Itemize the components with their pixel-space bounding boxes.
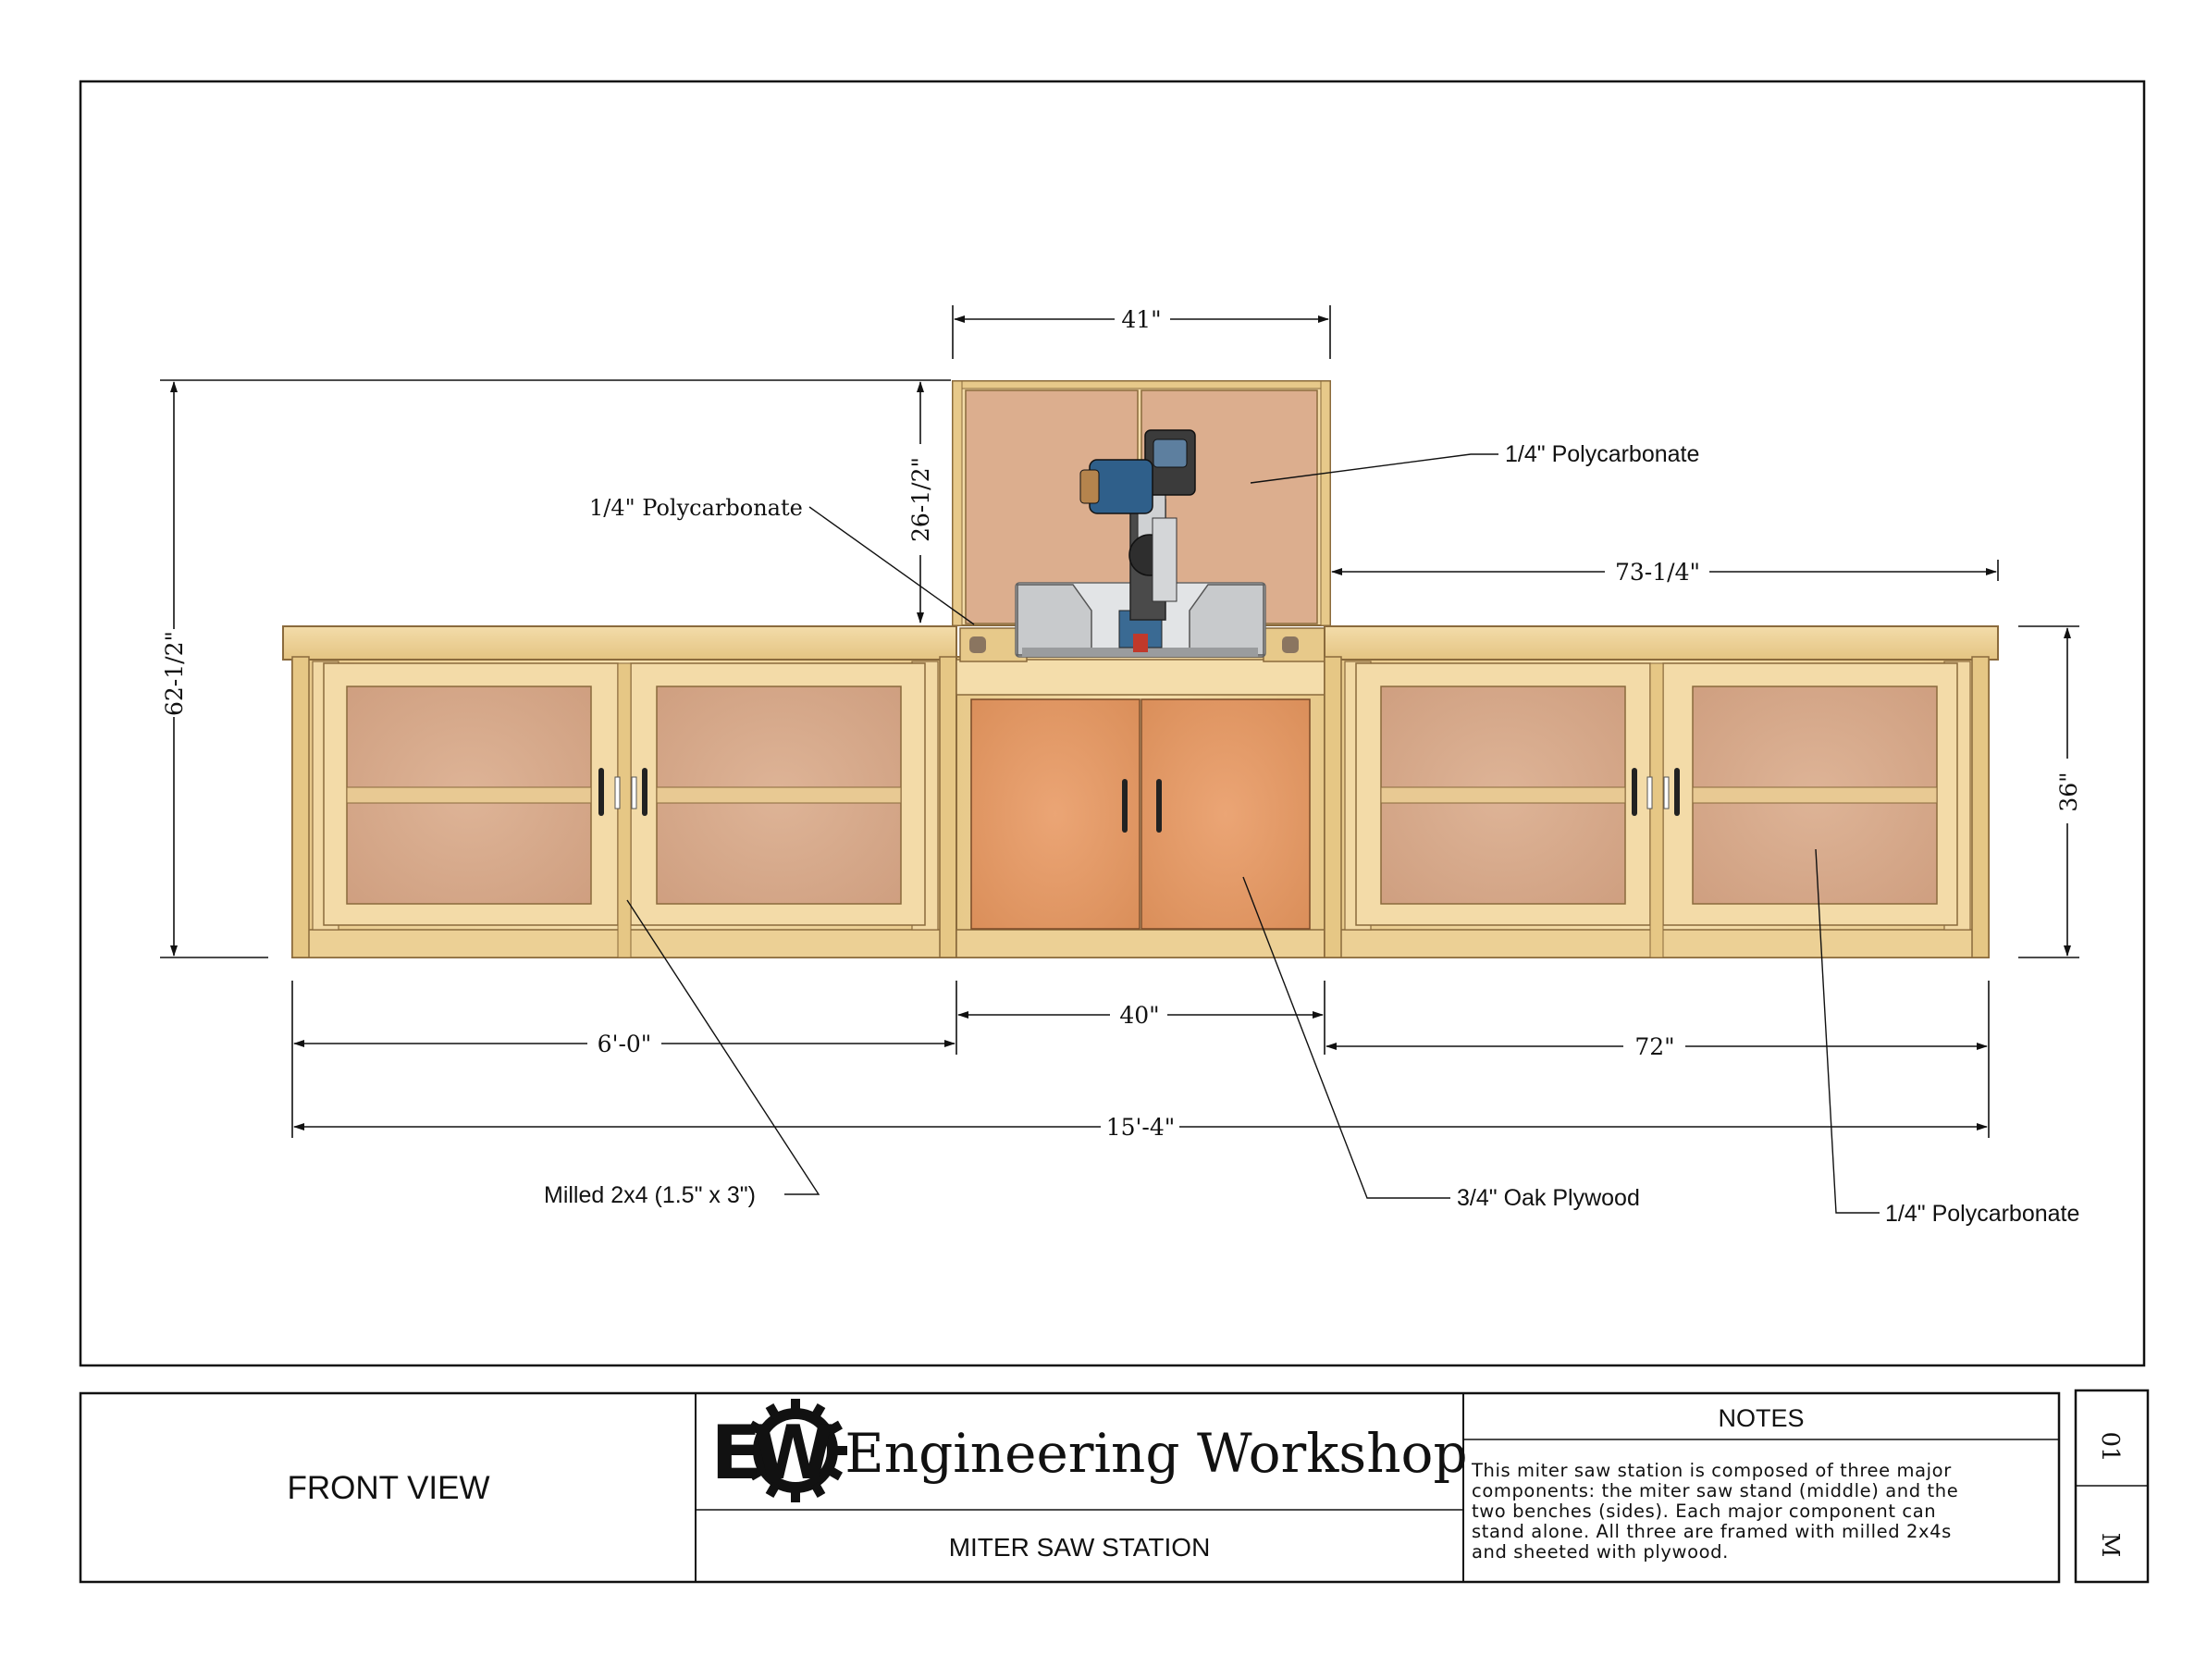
callout-leaders <box>626 453 1880 1214</box>
notes-line: components: the miter saw stand (middle)… <box>1472 1480 1958 1501</box>
notes-heading: NOTES <box>1718 1404 1804 1432</box>
left-bench-top <box>282 625 957 661</box>
notes-line: stand alone. All three are framed with m… <box>1472 1521 1952 1542</box>
project-title: MITER SAW STATION <box>949 1533 1211 1562</box>
right-bench <box>1324 625 1999 958</box>
dim-saw-box-height: 26-1/2" <box>907 457 934 542</box>
middle-stand-top <box>956 659 1325 696</box>
miter-saw <box>1015 429 1266 658</box>
dim-overall-width: 15'-4" <box>1106 1114 1176 1141</box>
dim-bench-height: 36" <box>2055 772 2082 811</box>
dim-overall-height: 62-1/2" <box>161 631 188 716</box>
door-handle <box>1632 768 1637 816</box>
callout-milled-2x4: Milled 2x4 (1.5" x 3") <box>544 1182 756 1208</box>
door-handle <box>1674 768 1680 816</box>
dim-saw-to-right-end: 73-1/4" <box>1615 559 1700 586</box>
oak-plywood-door-right <box>1140 698 1311 930</box>
left-bench <box>282 625 957 958</box>
sheet-border <box>79 80 2146 1367</box>
title-block: FRONT VIEW EW Engineering Workshop <box>79 1389 2150 1584</box>
notes-line: This miter saw station is composed of th… <box>1471 1460 1952 1481</box>
dim-saw-box-width: 41" <box>1121 306 1161 333</box>
miter-saw-station-front-view <box>282 380 1999 958</box>
door-handle <box>1156 779 1162 833</box>
callout-polycarbonate-lower-right: 1/4" Polycarbonate <box>1885 1201 2079 1227</box>
callout-polycarbonate-upper-right: 1/4" Polycarbonate <box>1505 441 1699 467</box>
notes-line: two benches (sides). Each major componen… <box>1472 1501 1936 1522</box>
right-bench-top <box>1324 625 1999 661</box>
dim-left-bench-width: 6'-0" <box>598 1031 652 1057</box>
door-handle <box>598 768 604 816</box>
dim-middle-width: 40" <box>1119 1002 1159 1029</box>
notes-line: and sheeted with plywood. <box>1472 1541 1729 1563</box>
view-name: FRONT VIEW <box>287 1470 489 1506</box>
door-handle <box>1122 779 1128 833</box>
oak-plywood-door-left <box>970 698 1140 930</box>
callout-oak-plywood: 3/4" Oak Plywood <box>1457 1185 1640 1211</box>
sheet-number: 01 <box>2096 1431 2124 1462</box>
sheet-letter: M <box>2096 1533 2124 1558</box>
callout-polycarbonate-upper-left: 1/4" Polycarbonate <box>589 495 803 521</box>
miter-saw-stand <box>952 380 1331 958</box>
door-handle <box>642 768 647 816</box>
dimension-lines <box>160 305 2079 1138</box>
logo-letters: EW <box>711 1410 832 1496</box>
engineering-workshop-logo: EW <box>711 1399 847 1502</box>
dim-right-bench-width: 72" <box>1634 1033 1674 1060</box>
brand-name: Engineering Workshop <box>845 1422 1467 1485</box>
